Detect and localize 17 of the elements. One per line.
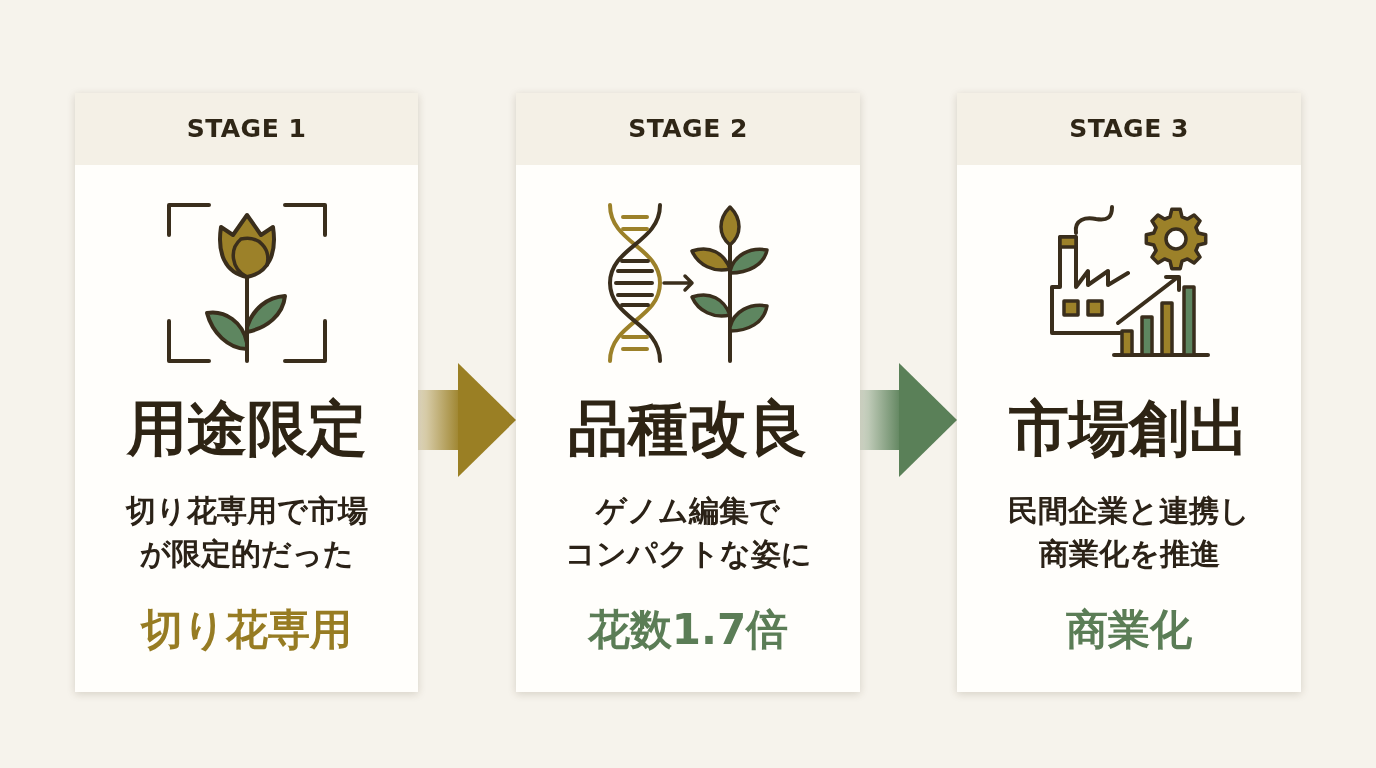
result-text: 切り花専用 [141,605,352,655]
arrow [418,363,516,477]
result-text: 花数1.7倍 [587,605,789,655]
description-text: ゲノム編集でコンパクトな姿に [564,492,812,573]
stage-card [75,93,418,692]
stage-card [516,93,860,692]
stage-header: STAGE 1 [75,93,418,165]
stage-title: 用途限定 [126,393,367,463]
stage-title: 市場創出 [1009,393,1249,463]
description-text: 民間企業と連携し商業化を推進 [1008,492,1250,573]
result-text: 商業化 [1066,605,1192,655]
arrow [860,363,957,477]
description-text: 切り花専用で市場が限定的だった [125,492,368,573]
stage-header: STAGE 3 [957,93,1301,165]
stage-card [957,93,1301,692]
stage-header: STAGE 2 [516,93,860,165]
stage-title: 品種改良 [568,393,808,463]
